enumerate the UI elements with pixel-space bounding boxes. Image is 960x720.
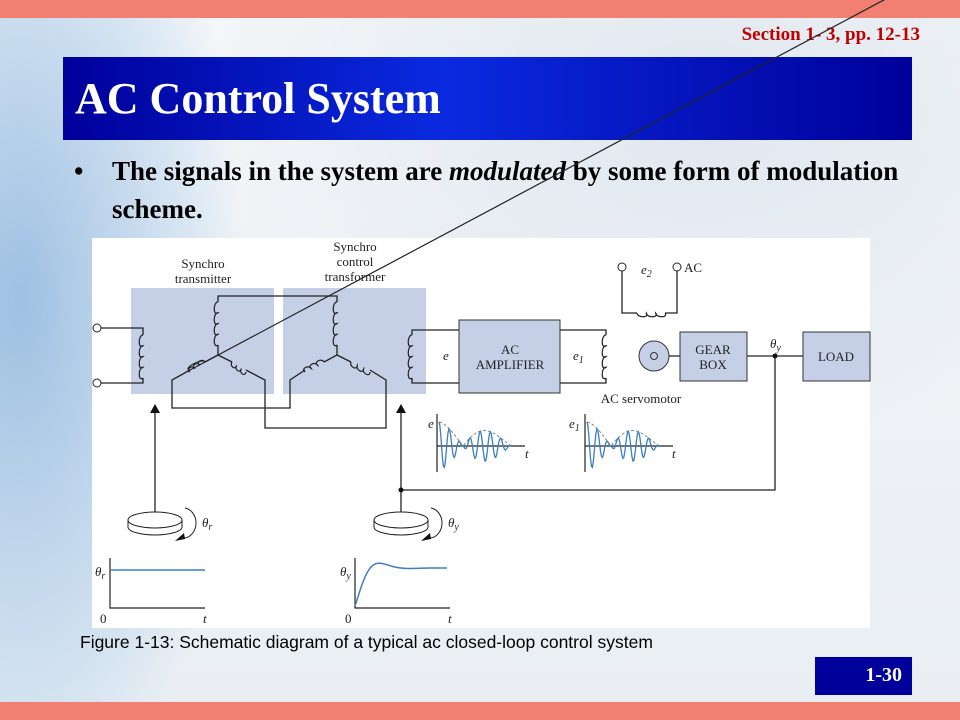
step-plot-axes [109, 558, 450, 609]
ac-amplifier-block [458, 319, 561, 394]
ac-terminal-right [672, 262, 682, 272]
coil-icon [187, 359, 206, 373]
servomotor-icon [638, 340, 670, 372]
label-synchro-transmitter-1: Synchro [181, 256, 224, 271]
label-synchro-transmitter-2: transmitter [175, 271, 232, 286]
page-number: 1-30 [815, 657, 912, 695]
coil-icon [332, 301, 339, 347]
knob-icon [127, 511, 183, 529]
coil-icon [230, 361, 247, 375]
theta-y-knob-label: θy [448, 515, 459, 533]
top-accent-bar [0, 0, 960, 18]
knobs [127, 507, 443, 541]
load-block [802, 331, 871, 382]
input-terminal-bottom [92, 378, 102, 388]
signal-e-label: e [443, 348, 449, 363]
signal-e2-label: e2 [641, 262, 652, 280]
bullet-text-pre: The signals in the system are [112, 156, 450, 186]
gear-box-label-2: BOX [699, 357, 727, 372]
servomotor-shaft [650, 352, 658, 360]
origin-label: 0 [100, 611, 107, 626]
rotation-arrow-icon [180, 507, 197, 539]
gear-box-label-1: GEAR [695, 342, 731, 357]
theta-r-knob-label: θr [202, 515, 212, 533]
coil-icon [213, 301, 220, 347]
modulated-wave [586, 421, 660, 469]
arrowhead-icon [175, 533, 185, 541]
coil-icon [407, 334, 414, 380]
junction-dot [398, 487, 404, 493]
t-axis-label: t [203, 611, 207, 626]
wave-e-axis-label: e [428, 416, 434, 431]
coil-icon [601, 334, 608, 380]
ac-amplifier-label-2: AMPLIFIER [476, 357, 545, 372]
coil-icon [303, 359, 325, 373]
t-axis-label: t [448, 611, 452, 626]
arrow-up-icon [150, 404, 160, 413]
junction-dot [772, 353, 778, 359]
signal-e1-label: e1 [573, 348, 584, 366]
label-control-transformer-1: Synchro [333, 239, 376, 254]
gear-box-block [679, 331, 748, 382]
waveform-plots [436, 414, 673, 472]
theta-r-plot-label: θr [95, 564, 105, 582]
figure-caption: Figure 1-13: Schematic diagram of a typi… [80, 632, 653, 652]
slide-title: AC Control System [75, 74, 441, 123]
theta-y-plot-label: θy [340, 564, 351, 582]
coil-icon [636, 311, 667, 318]
ac-amplifier-label-1: AC [501, 342, 519, 357]
section-reference: Section 1- 3, pp. 12-13 [741, 24, 920, 45]
arrow-up-icon [396, 404, 406, 413]
synchro-control-transformer-block [283, 288, 426, 394]
rotation-arrow-icon [426, 507, 443, 539]
load-label: LOAD [818, 349, 854, 364]
wave-e1-t-label: t [672, 446, 676, 461]
label-control-transformer-3: transformer [325, 269, 386, 284]
coils [138, 0, 960, 380]
theta-y-label: θy [770, 336, 781, 354]
output-response-curve [354, 562, 448, 607]
ac-terminal-left [617, 262, 627, 272]
ac-source-label: AC [684, 260, 702, 275]
title-bar: AC Control System [63, 57, 912, 140]
bullet-text-post: by some form of modulation scheme. [112, 156, 899, 224]
modulated-wave [438, 421, 512, 469]
input-terminal-top [92, 323, 102, 333]
bullet-marker: • [74, 156, 84, 186]
wave-envelope [586, 421, 660, 447]
bullet-emphasis: modulated [449, 156, 567, 186]
bullet-text: The signals in the system are modulated … [112, 152, 904, 228]
wave-e1-axis-label: e1 [569, 416, 580, 434]
knob-icon [373, 511, 429, 529]
ac-servomotor-label: AC servomotor [601, 391, 682, 406]
wave-e-t-label: t [525, 446, 529, 461]
synchro-transmitter-block [131, 288, 274, 394]
origin-label: 0 [345, 611, 352, 626]
arrowhead-icon [421, 533, 431, 541]
bullet-point: • The signals in the system are modulate… [74, 152, 904, 228]
coil-icon [138, 334, 145, 380]
wave-envelope [438, 421, 512, 447]
coil-icon [350, 361, 371, 376]
label-control-transformer-2: control [337, 254, 374, 269]
bottom-accent-bar [0, 702, 960, 720]
